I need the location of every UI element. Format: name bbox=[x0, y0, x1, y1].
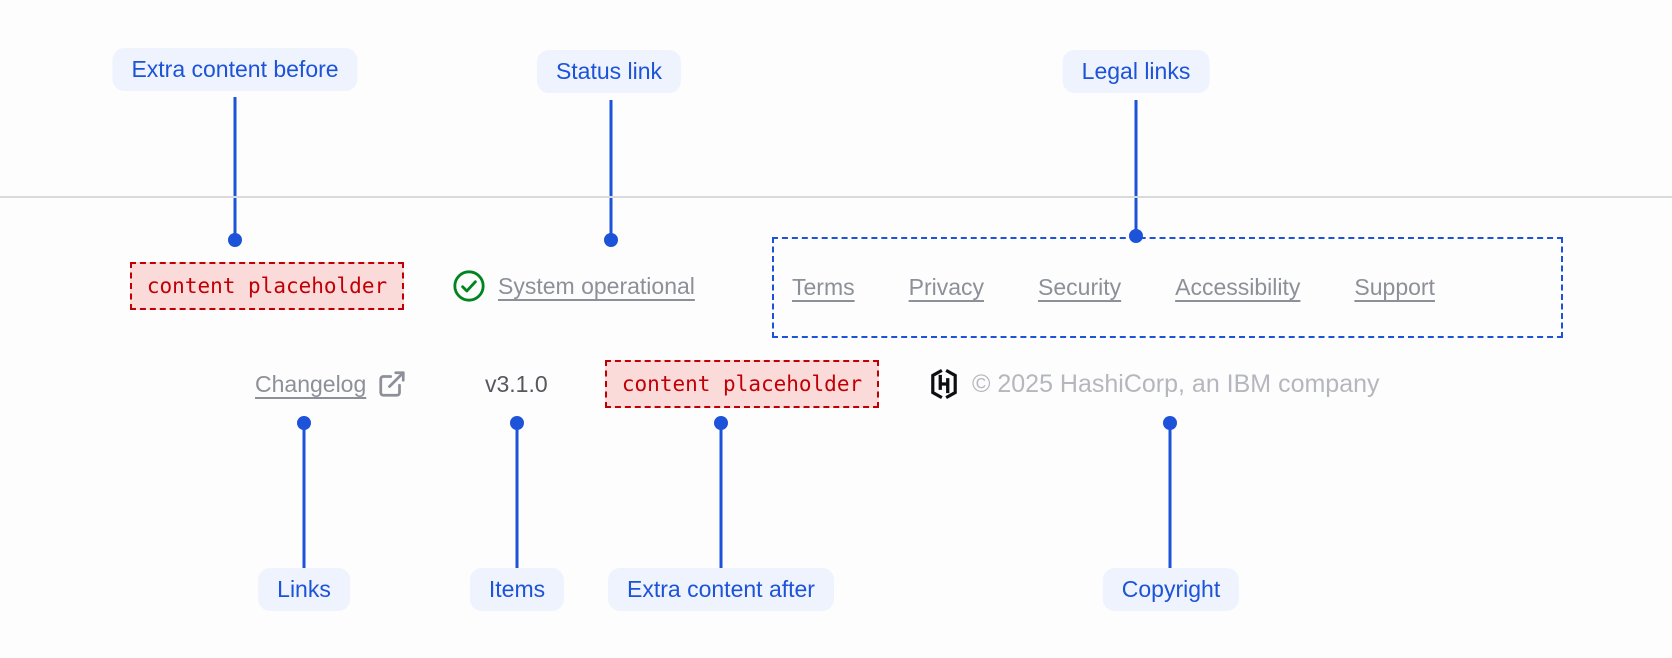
label-copyright: Copyright bbox=[1102, 568, 1240, 611]
connector-dot bbox=[1129, 229, 1143, 243]
legal-link-security[interactable]: Security bbox=[1038, 274, 1122, 300]
external-link-icon bbox=[377, 369, 407, 399]
extra-content-after-slot: content placeholder bbox=[605, 360, 879, 408]
status-link[interactable]: System operational bbox=[452, 260, 695, 312]
connector-line bbox=[1168, 423, 1172, 568]
label-links: Links bbox=[258, 568, 350, 611]
connector-dot bbox=[604, 233, 618, 247]
legal-link-support[interactable]: Support bbox=[1354, 274, 1435, 300]
copyright-text: © 2025 HashiCorp, an IBM company bbox=[972, 369, 1380, 398]
connector-line bbox=[719, 423, 723, 568]
status-link-label: System operational bbox=[498, 272, 695, 299]
legal-link-privacy[interactable]: Privacy bbox=[908, 274, 985, 300]
legal-link-terms[interactable]: Terms bbox=[792, 274, 855, 300]
label-status-link: Status link bbox=[536, 50, 682, 93]
connector-line bbox=[302, 423, 306, 568]
legal-link-accessibility[interactable]: Accessibility bbox=[1175, 274, 1301, 300]
check-circle-icon bbox=[452, 269, 486, 303]
legal-links-group: Terms Privacy Security Accessibility Sup… bbox=[772, 237, 1563, 338]
extra-content-before-slot: content placeholder bbox=[130, 262, 404, 310]
changelog-link-label: Changelog bbox=[255, 370, 367, 397]
connector-line bbox=[1134, 100, 1138, 233]
label-extra-content-before: Extra content before bbox=[112, 48, 358, 91]
label-extra-content-after: Extra content after bbox=[608, 568, 834, 611]
connector-line bbox=[233, 97, 237, 240]
connector-line bbox=[609, 100, 613, 240]
connector-line bbox=[515, 423, 519, 568]
connector-dot bbox=[228, 233, 242, 247]
hashicorp-logo-icon bbox=[929, 358, 959, 410]
label-items: Items bbox=[469, 568, 565, 611]
label-legal-links: Legal links bbox=[1062, 50, 1210, 93]
footer-top-divider bbox=[0, 196, 1672, 198]
version-text: v3.1.0 bbox=[485, 370, 548, 397]
changelog-link[interactable]: Changelog bbox=[255, 358, 407, 410]
